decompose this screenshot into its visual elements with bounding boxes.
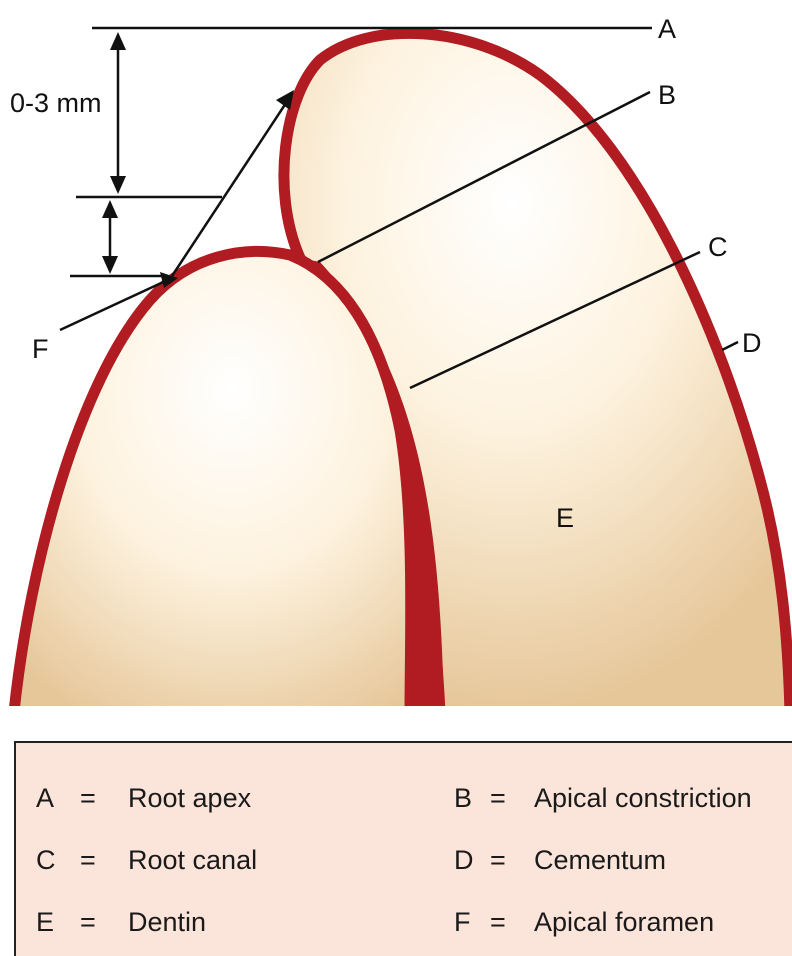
legend-text: Cementum: [534, 845, 666, 876]
root-apex-diagram: 0-3 mm A B C D E F: [0, 0, 792, 712]
left-root-shape: [14, 251, 411, 712]
legend-text: Apical foramen: [534, 907, 714, 938]
legend-box: A = Root apex B = Apical constriction C …: [14, 741, 792, 956]
legend-text: Apical constriction: [534, 783, 752, 814]
legend-equals: =: [80, 907, 96, 938]
label-C: C: [708, 232, 728, 262]
legend-equals: =: [80, 783, 96, 814]
label-D: D: [742, 328, 762, 358]
bottom-gap: [0, 706, 792, 712]
arrowhead: [110, 32, 126, 50]
legend-key: C: [36, 845, 56, 876]
label-A: A: [658, 14, 676, 44]
legend-text: Root apex: [128, 783, 251, 814]
legend-equals: =: [490, 845, 506, 876]
legend-text: Root canal: [128, 845, 257, 876]
legend-text: Dentin: [128, 907, 206, 938]
legend-key: E: [36, 907, 54, 938]
dimension-label: 0-3 mm: [10, 88, 102, 118]
legend-key: F: [454, 907, 471, 938]
legend-equals: =: [490, 783, 506, 814]
legend-key: A: [36, 783, 54, 814]
arrowhead: [110, 176, 126, 194]
line-D: [722, 342, 738, 350]
label-B: B: [658, 80, 676, 110]
arrowhead: [102, 256, 118, 274]
arrowhead: [102, 200, 118, 218]
legend-equals: =: [80, 845, 96, 876]
legend-key: D: [454, 845, 474, 876]
label-F: F: [32, 334, 49, 364]
legend-key: B: [454, 783, 472, 814]
label-E: E: [556, 503, 574, 533]
legend-equals: =: [490, 907, 506, 938]
